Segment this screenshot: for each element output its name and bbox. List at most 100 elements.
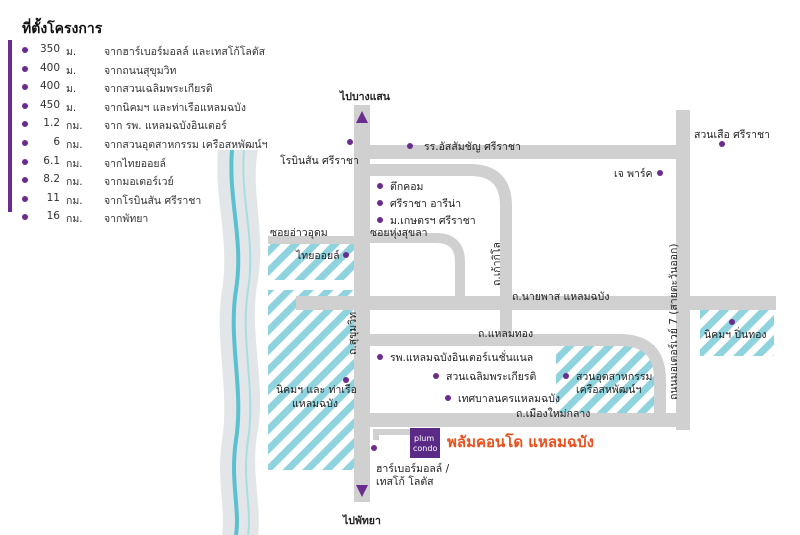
- legend-destination: จากสวนอุตสาหกรรม เครือสหพัฒน์ฯ: [104, 139, 268, 151]
- legend-destination: จากฮาร์เบอร์มอลล์ และเทสโก้โลตัส: [104, 46, 266, 58]
- legend-unit: ม.: [66, 64, 77, 77]
- coastline: [217, 149, 261, 535]
- bullet-icon: [22, 84, 28, 91]
- label-saha-park-line1: สวนอุตสาหกรรม: [576, 371, 652, 383]
- project-location-legend: ที่ตั้งโครงการ 350 ม. จากฮาร์เบอร์มอลล์ แล…: [0, 0, 268, 225]
- legend-unit: ม.: [66, 101, 77, 114]
- label-harbor-line1: ฮาร์เบอร์มอลล์ /: [376, 462, 450, 475]
- label-kasetsart: ม.เกษตรฯ ศรีราชา: [390, 214, 476, 227]
- bullet-icon: [22, 140, 28, 146]
- legend-distance: 11: [46, 191, 60, 204]
- legend-unit: ม.: [66, 46, 77, 58]
- label-road-ao-udom: ซอยอ่าวอุดม: [270, 227, 328, 239]
- legend-accent-bar: [8, 40, 12, 212]
- legend-unit: กม.: [66, 120, 83, 133]
- bullet-icon: [22, 121, 28, 128]
- zone-laem-chabang-port: [268, 290, 356, 470]
- legend-unit: กม.: [66, 194, 83, 207]
- legend-destination: จากมอเตอร์เวย์: [104, 176, 174, 189]
- plum-condo-logo: plum condo: [410, 428, 440, 458]
- marker-harbor-mall: [371, 445, 377, 451]
- label-road-hung-sukla: ซอยหุ่งสุขลา: [370, 227, 428, 239]
- bullet-icon: [22, 177, 28, 184]
- bullet-icon: [22, 102, 28, 109]
- zone-nikhom-pinthong: [700, 310, 774, 356]
- marker-saha-park: [563, 373, 569, 379]
- label-port-line2: แหลมฉบัง: [292, 398, 338, 410]
- marker-robinson: [347, 139, 353, 145]
- road-tao-kilo: [362, 164, 512, 340]
- zone-thai-oil: [268, 240, 356, 280]
- legend-destination: จากนิคมฯ และท่าเรือแหลมฉบัง: [104, 101, 246, 114]
- label-harbor-line2: เทสโก้ โลตัส: [376, 475, 434, 488]
- marker-port: [343, 377, 349, 383]
- label-to-bangsaen: ไปบางแสน: [339, 90, 391, 103]
- legend-distance: 8.2: [43, 173, 60, 186]
- legend-unit: ม.: [66, 83, 77, 96]
- label-tukcom: ตึกคอม: [390, 181, 423, 193]
- marker-j-park: [657, 170, 663, 176]
- project-title: พลัมคอนโด แหลมฉบัง: [447, 432, 594, 451]
- legend-distance: 400: [39, 80, 60, 93]
- label-road-laem-thong: ถ.แหลมทอง: [478, 328, 533, 340]
- bullet-icon: [22, 214, 28, 221]
- marker-sriracha-arena: [377, 200, 383, 206]
- legend-title: ที่ตั้งโครงการ: [22, 21, 103, 37]
- zone-saha-industrial-park: [556, 345, 656, 413]
- legend-destination: จากถนนสุขุมวิท: [104, 64, 177, 77]
- label-road-sukhumvit: ถ.สุขุมวิท: [347, 312, 359, 355]
- road-hung-sukla: [362, 233, 465, 300]
- marker-thai-oil: [343, 252, 349, 258]
- label-assumption: รร.อัสสัมชัญ ศรีราชา: [424, 140, 521, 153]
- legend-distance: 350: [39, 43, 60, 55]
- label-j-park: เจ พาร์ค: [614, 167, 653, 180]
- svg-text:condo: condo: [413, 444, 437, 453]
- place-markers: [343, 139, 735, 451]
- legend-destination: จากไทยออยล์: [104, 157, 166, 170]
- label-road-tao-kilo: ถ.เก้ากิโล: [490, 242, 503, 286]
- label-road-motorway: ถนนมอเตอร์เวย์ 7 (สายตะวันออก): [667, 244, 680, 400]
- legend-unit: กม.: [66, 139, 83, 151]
- legend-distance: 6: [53, 136, 60, 148]
- bullet-icon: [22, 65, 28, 72]
- legend-distance: 16: [46, 210, 60, 223]
- marker-tukcom: [377, 183, 383, 189]
- legend-distance: 1.2: [43, 117, 60, 130]
- road-network: [268, 110, 776, 500]
- marker-kasetsart: [377, 217, 383, 223]
- label-hospital: รพ.แหลมฉบังอินเตอร์เนชั่นแนล: [390, 350, 533, 364]
- marker-nikhom-pinthong: [729, 319, 735, 325]
- legend-destination: จากพัทยา: [104, 213, 149, 226]
- legend-distance: 400: [39, 61, 60, 74]
- legend-unit: กม.: [66, 213, 83, 226]
- label-saha-park-line2: เครือสหพัฒน์ฯ: [576, 383, 641, 396]
- legend-unit: กม.: [66, 157, 83, 170]
- bullet-icon: [22, 195, 28, 202]
- south-arrow-icon: [356, 485, 368, 497]
- legend-destination: จากสวนเฉลิมพระเกียรติ: [104, 83, 213, 96]
- label-chaloem-park: สวนเฉลิมพระเกียรติ: [446, 370, 537, 383]
- bullet-icon: [22, 47, 28, 53]
- marker-hospital: [377, 354, 383, 360]
- label-municipality: เทศบาลนครแหลมฉบัง: [458, 393, 560, 405]
- marker-assumption: [407, 143, 413, 149]
- north-arrow-icon: [356, 111, 368, 123]
- road-harbor-access: [373, 429, 410, 440]
- legend-unit: กม.: [66, 176, 83, 189]
- marker-chaloem-park: [433, 373, 439, 379]
- road-laem-thong: [362, 334, 666, 420]
- svg-text:plum: plum: [414, 434, 434, 443]
- label-sriracha-arena: ศรีราชา อารีน่า: [390, 197, 461, 210]
- label-robinson: โรบินสัน ศรีราชา: [280, 154, 359, 167]
- label-nikhom-pinthong: นิคมฯ ปิ่นทอง: [704, 327, 767, 341]
- legend-destination: จากโรบินสัน ศรีราชา: [104, 194, 202, 207]
- label-road-mueang-mai-klang: ถ.เมืองใหม่กลาง: [516, 407, 590, 420]
- label-road-nai-phat: ถ.นายพาส แหลมฉบัง: [512, 291, 609, 303]
- label-thai-oil: ไทยออยล์: [295, 249, 340, 262]
- marker-municipality: [445, 395, 451, 401]
- label-port-line1: นิคมฯ และ ท่าเรือ: [276, 383, 357, 396]
- label-suan-suea: สวนเสือ ศรีราชา: [694, 128, 770, 141]
- legend-distance: 6.1: [43, 154, 60, 167]
- label-to-pattaya: ไปพัทยา: [342, 514, 381, 527]
- marker-suan-suea: [719, 141, 725, 147]
